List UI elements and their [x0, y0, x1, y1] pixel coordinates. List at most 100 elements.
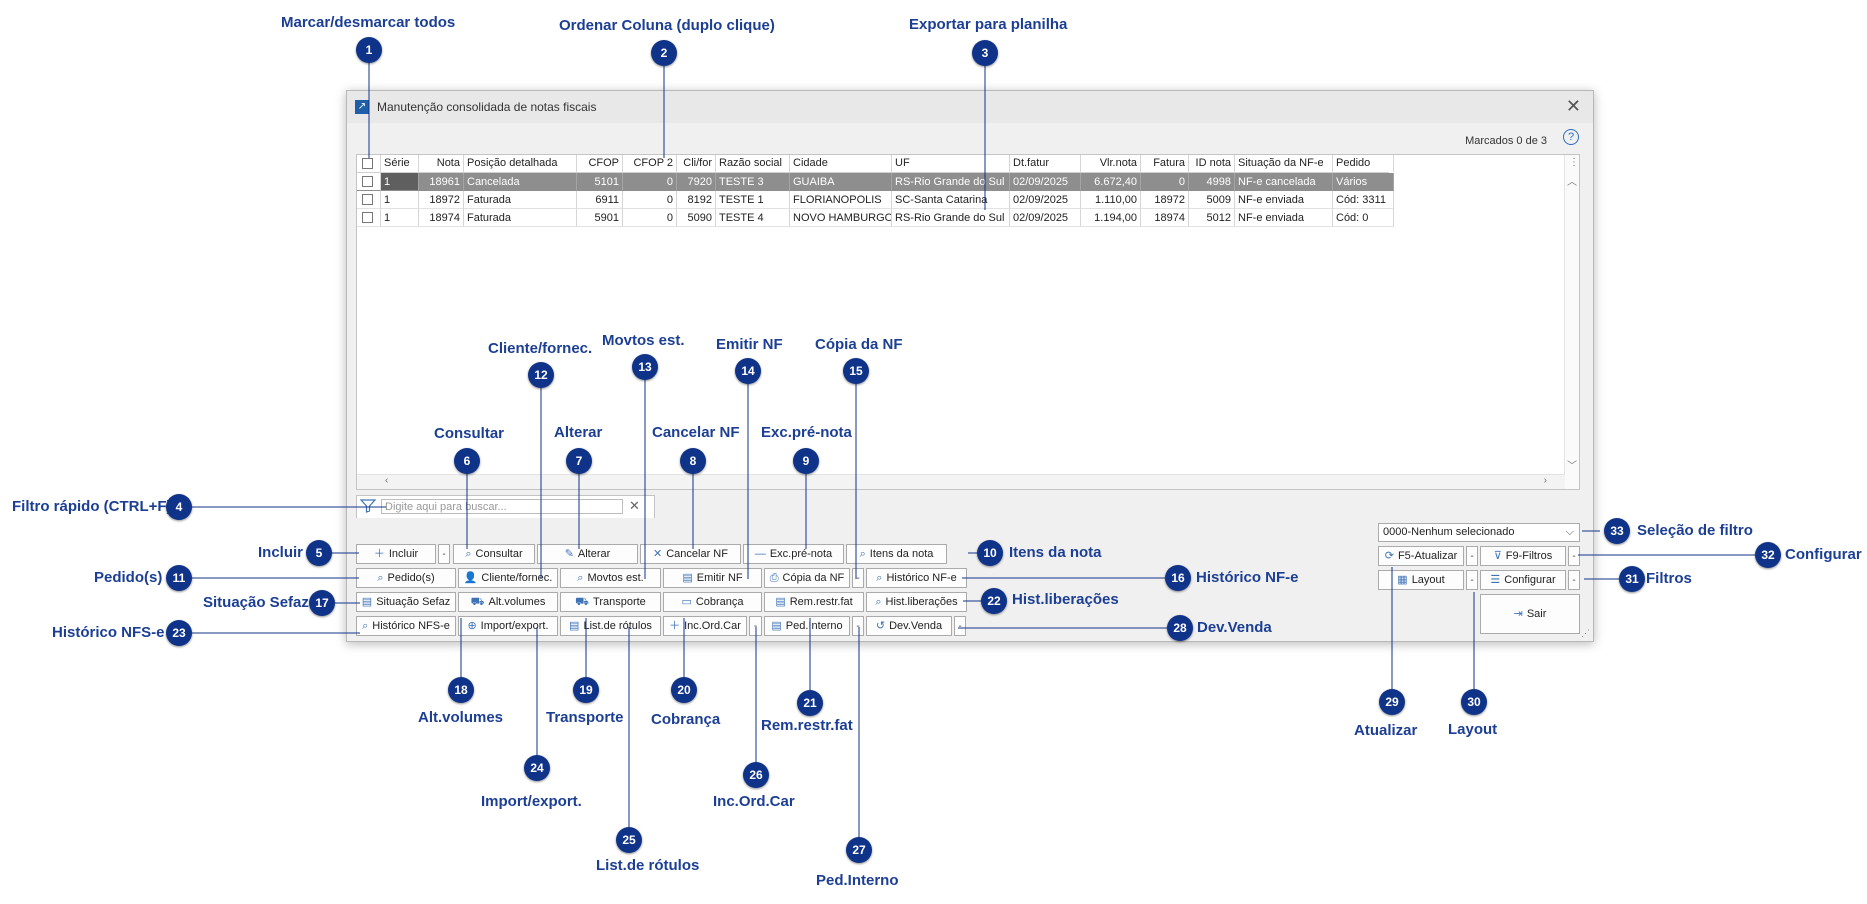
- col-header-posicao[interactable]: Posição detalhada: [464, 155, 577, 172]
- col-header-cfop[interactable]: CFOP: [577, 155, 623, 172]
- cell-serie: 1: [381, 209, 419, 227]
- scroll-down-icon[interactable]: ﹀: [1567, 461, 1577, 472]
- col-header-fatura[interactable]: Fatura: [1141, 155, 1189, 172]
- row-checkbox[interactable]: [362, 194, 373, 205]
- cliente-fornec-button[interactable]: 👤Cliente/fornec.: [458, 568, 558, 588]
- callout-label-21: Rem.restr.fat: [761, 717, 853, 734]
- incluir-dropdown-button[interactable]: -: [438, 544, 450, 564]
- scroll-right-icon[interactable]: ›: [1543, 475, 1547, 486]
- configurar-dropdown-button[interactable]: -: [1568, 570, 1580, 590]
- row-checkbox-cell[interactable]: [357, 209, 381, 227]
- callout-badge-3: 3: [972, 40, 998, 66]
- cancelar-nf-button[interactable]: ✕Cancelar NF: [640, 544, 741, 564]
- col-header-dt-fatur[interactable]: Dt.fatur: [1010, 155, 1081, 172]
- col-header-id-nota[interactable]: ID nota: [1189, 155, 1235, 172]
- incluir-button[interactable]: ＋Incluir: [356, 544, 436, 564]
- cell-uf: SC-Santa Catarina: [892, 191, 1010, 209]
- col-header-situacao-nfe[interactable]: Situação da NF-e: [1235, 155, 1333, 172]
- configurar-button[interactable]: ☰Configurar: [1480, 570, 1566, 590]
- table-row[interactable]: 1 18961 Cancelada 5101 0 7920 TESTE 3 GU…: [357, 173, 1394, 191]
- close-icon[interactable]: ✕: [1565, 96, 1581, 116]
- exc-pre-nota-button[interactable]: —Exc.pré-nota: [743, 544, 844, 564]
- historico-nfse-button[interactable]: ⌕Histórico NFS-e: [356, 616, 456, 636]
- cell-cli-for: 5090: [677, 209, 716, 227]
- inc-ord-car-button[interactable]: ＋Inc.Ord.Car: [663, 616, 747, 636]
- ped-interno-dropdown-button[interactable]: -: [852, 616, 864, 636]
- magnifier-icon: ⌕: [577, 571, 584, 584]
- cell-dt-fatur: 02/09/2025: [1010, 209, 1081, 227]
- exc-pre-nota-label: Exc.pré-nota: [769, 548, 833, 560]
- callout-label-24: Import/export.: [481, 793, 582, 810]
- magnifier-icon: ⌕: [875, 595, 882, 608]
- table-row[interactable]: 1 18972 Faturada 6911 0 8192 TESTE 1 FLO…: [357, 191, 1394, 209]
- cell-cfop: 5901: [577, 209, 623, 227]
- row-checkbox[interactable]: [362, 212, 373, 223]
- movtos-est-button[interactable]: ⌕Movtos est.: [560, 568, 661, 588]
- callout-badge-13: 13: [632, 354, 658, 380]
- export-menu-icon[interactable]: ⋮: [1569, 157, 1579, 168]
- ped-interno-label: Ped.Interno: [785, 620, 843, 632]
- consultar-label: Consultar: [475, 548, 523, 560]
- col-header-pedido[interactable]: Pedido: [1333, 155, 1394, 172]
- filtros-button[interactable]: ⊽F9-Filtros: [1480, 546, 1566, 566]
- clear-search-icon[interactable]: ✕: [629, 498, 640, 513]
- callout-badge-12: 12: [528, 362, 554, 388]
- col-header-cfop2[interactable]: CFOP 2: [623, 155, 677, 172]
- list-rotulos-button[interactable]: ▤List.de rótulos: [560, 616, 661, 636]
- atualizar-dropdown-button[interactable]: -: [1466, 546, 1478, 566]
- itens-da-nota-button[interactable]: ⌕Itens da nota: [846, 544, 947, 564]
- rem-restr-fat-button[interactable]: ▤Rem.restr.fat: [764, 592, 864, 612]
- table-row[interactable]: 1 18974 Faturada 5901 0 5090 TESTE 4 NOV…: [357, 209, 1394, 227]
- col-header-razao-social[interactable]: Razão social: [716, 155, 790, 172]
- row-checkbox-cell[interactable]: [357, 173, 381, 191]
- col-header-cli-for[interactable]: Cli/for: [677, 155, 716, 172]
- col-header-serie[interactable]: Série: [381, 155, 419, 172]
- consultar-button[interactable]: ⌕Consultar: [453, 544, 535, 564]
- hist-liberacoes-button[interactable]: ⌕Hist.liberações: [866, 592, 967, 612]
- row-checkbox-cell[interactable]: [357, 191, 381, 209]
- layout-label: Layout: [1411, 574, 1445, 586]
- col-header-vlr-nota[interactable]: Vlr.nota: [1081, 155, 1141, 172]
- col-header-cidade[interactable]: Cidade: [790, 155, 892, 172]
- import-export-button[interactable]: ⊕Import/export.: [458, 616, 558, 636]
- filtros-dropdown-button[interactable]: -: [1568, 546, 1580, 566]
- cobranca-button[interactable]: ▭Cobrança: [663, 592, 762, 612]
- callout-badge-22: 22: [981, 588, 1007, 614]
- copia-da-nf-dropdown-button[interactable]: -: [852, 568, 864, 588]
- scroll-up-icon[interactable]: ︿: [1567, 177, 1577, 188]
- quick-filter-input[interactable]: [381, 499, 623, 514]
- resize-grip-icon[interactable]: ⋰: [1581, 628, 1590, 638]
- dev-venda-button[interactable]: ↺Dev.Venda: [866, 616, 952, 636]
- cell-uf: RS-Rio Grande do Sul: [892, 209, 1010, 227]
- vertical-scrollbar[interactable]: ⋮ ︿ ﹀: [1564, 155, 1579, 489]
- callout-badge-20: 20: [671, 677, 697, 703]
- cell-situacao-nfe: NF-e cancelada: [1235, 173, 1333, 191]
- horizontal-scrollbar[interactable]: ‹ ›: [357, 474, 1565, 489]
- emitir-nf-button[interactable]: ▤Emitir NF: [663, 568, 762, 588]
- cell-pedido: Vários: [1333, 173, 1394, 191]
- copia-da-nf-button[interactable]: ⎙Cópia da NF: [764, 568, 850, 588]
- transporte-label: Transporte: [593, 596, 646, 608]
- row-checkbox[interactable]: [362, 176, 373, 187]
- col-header-uf[interactable]: UF: [892, 155, 1010, 172]
- select-all-checkbox[interactable]: [362, 158, 373, 169]
- atualizar-button[interactable]: ⟳F5-Atualizar: [1378, 546, 1464, 566]
- sair-button[interactable]: ⇥Sair: [1480, 594, 1580, 634]
- inc-ord-car-dropdown-button[interactable]: -: [749, 616, 762, 636]
- col-header-nota[interactable]: Nota: [419, 155, 464, 172]
- layout-dropdown-button[interactable]: -: [1466, 570, 1478, 590]
- filter-selection-dropdown[interactable]: 0000-Nenhum selecionado ⌵: [1378, 523, 1580, 542]
- cell-fatura: 18974: [1141, 209, 1189, 227]
- situacao-sefaz-button[interactable]: ▤Situação Sefaz: [356, 592, 456, 612]
- dev-venda-dropdown-button[interactable]: -: [954, 616, 966, 636]
- historico-nfe-button[interactable]: ⌕Histórico NF-e: [866, 568, 967, 588]
- layout-button[interactable]: ▦Layout: [1378, 570, 1464, 590]
- layout-icon: ▦: [1397, 573, 1408, 586]
- transporte-button[interactable]: ⛟Transporte: [560, 592, 661, 612]
- alterar-button[interactable]: ✎Alterar: [537, 544, 638, 564]
- pedidos-button[interactable]: ⌕Pedido(s): [356, 568, 456, 588]
- ped-interno-button[interactable]: ▤Ped.Interno: [764, 616, 850, 636]
- help-icon[interactable]: ?: [1563, 129, 1579, 145]
- scroll-left-icon[interactable]: ‹: [385, 475, 389, 486]
- alt-volumes-button[interactable]: ⛟Alt.volumes: [458, 592, 558, 612]
